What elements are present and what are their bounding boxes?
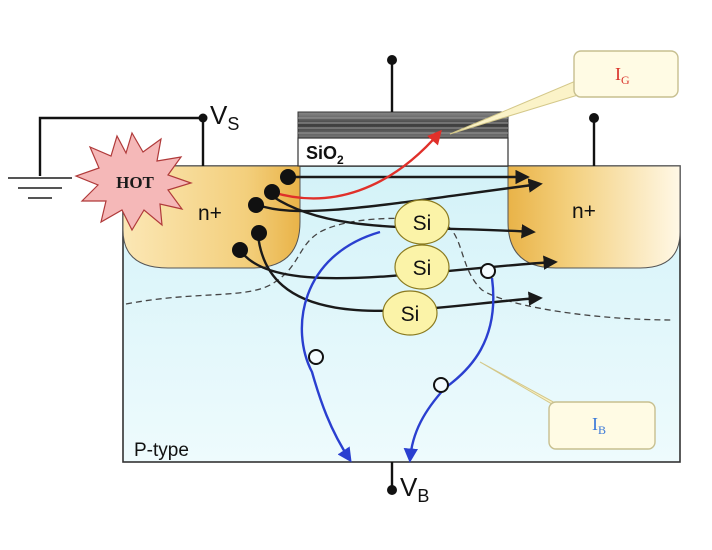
vs-sub: S: [227, 114, 239, 134]
drain-n-plus-region: [507, 165, 681, 269]
hot-starburst-icon: HOT: [74, 131, 193, 232]
si-label: Si: [413, 212, 432, 235]
hole-circle: [433, 377, 449, 393]
ib-label: IB: [592, 414, 606, 437]
si-atom: Si: [382, 290, 438, 336]
bulk-terminal: [387, 462, 397, 495]
ib-main: I: [592, 414, 598, 434]
vs-label: VS: [210, 100, 239, 134]
electron-dot: [251, 225, 267, 241]
holes: [308, 263, 496, 393]
vb-main: V: [400, 472, 418, 502]
sio2-sub: 2: [337, 153, 344, 167]
gate-current-path: [271, 129, 442, 200]
gate-terminal: [387, 55, 397, 112]
electron-path: [239, 249, 558, 280]
ib-sub: B: [598, 423, 606, 437]
ig-sub: G: [621, 73, 630, 87]
electron-path: [257, 178, 543, 213]
electron-paths: [239, 169, 558, 313]
vs-main: V: [210, 100, 228, 130]
hole-path: [300, 230, 381, 463]
drain-terminal: [589, 113, 599, 166]
electron-path: [271, 195, 536, 239]
vb-label: VB: [400, 472, 429, 506]
vb-sub: B: [417, 486, 429, 506]
electron-dot: [280, 169, 296, 185]
hole-circle: [308, 349, 324, 365]
ground-icon: [8, 177, 72, 199]
depletion-boundary: [125, 217, 673, 321]
hot-label: HOT: [116, 173, 154, 192]
hole-circle: [480, 263, 496, 279]
drain-label: n+: [572, 200, 596, 223]
source-terminal: [38, 113, 208, 176]
electron-dot: [248, 197, 264, 213]
electron-dot: [232, 242, 248, 258]
ig-label: IG: [615, 64, 630, 87]
source-label: n+: [198, 202, 222, 225]
sio2-main: SiO: [306, 143, 337, 163]
bulk-current-callout: IB: [479, 361, 656, 450]
gate-current-callout: IG: [449, 50, 679, 135]
ig-main: I: [615, 64, 621, 84]
si-atom: Si: [394, 244, 450, 290]
electron-dot: [264, 184, 280, 200]
sio2-label: SiO2: [306, 143, 344, 167]
gate-hatch: [298, 117, 508, 134]
substrate-label: P-type: [134, 440, 189, 461]
electrons: [232, 169, 296, 258]
si-label: Si: [413, 257, 432, 280]
si-label: Si: [401, 303, 420, 326]
si-atom: Si: [394, 199, 450, 245]
